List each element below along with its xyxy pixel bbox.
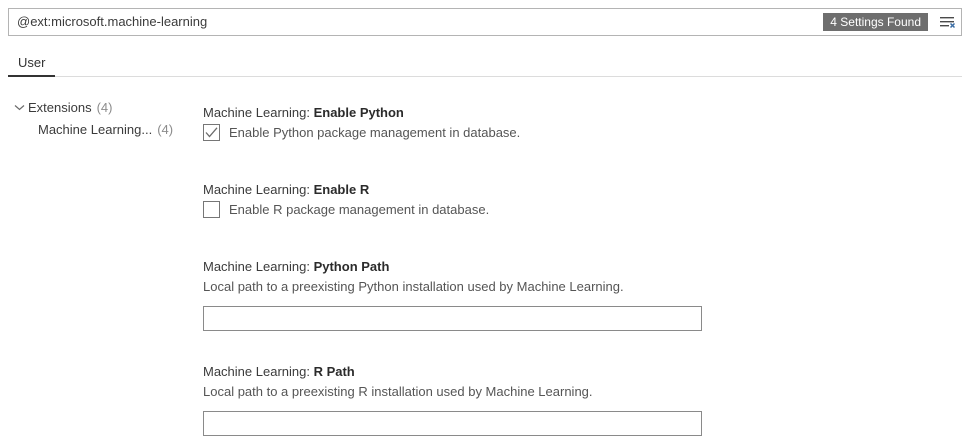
- checkbox-enable-r[interactable]: [203, 201, 220, 218]
- setting-row-enable-python: Machine Learning: Enable Python Enable P…: [203, 104, 723, 141]
- setting-row-enable-r: Machine Learning: Enable R Enable R pack…: [203, 181, 723, 218]
- setting-row-python-path: Machine Learning: Python Path Local path…: [203, 258, 723, 331]
- setting-category: Machine Learning:: [203, 105, 314, 120]
- checkbox-label-enable-r: Enable R package management in database.: [229, 202, 490, 217]
- tab-user-label: User: [18, 54, 46, 70]
- setting-title-r-path: Machine Learning: R Path: [203, 363, 723, 381]
- spacer: [203, 331, 723, 363]
- sidebar-item-machine-learning[interactable]: Machine Learning... (4): [0, 118, 195, 140]
- checkbox-label-enable-python: Enable Python package management in data…: [229, 125, 521, 140]
- setting-name: Enable Python: [313, 105, 404, 120]
- status-badge: 4 Settings Found: [823, 13, 928, 31]
- python-path-input[interactable]: [203, 306, 702, 331]
- sidebar-item-extensions[interactable]: Extensions (4): [0, 96, 195, 118]
- tab-user[interactable]: User: [8, 48, 56, 77]
- spacer: [203, 141, 723, 181]
- setting-title-python-path: Machine Learning: Python Path: [203, 258, 723, 276]
- setting-description-r-path: Local path to a preexisting R installati…: [203, 384, 593, 399]
- search-input[interactable]: [9, 9, 824, 35]
- spacer: [203, 218, 723, 258]
- sidebar-item-extensions-count: (4): [96, 99, 113, 115]
- settings-tab-strip: User: [8, 48, 962, 77]
- settings-search-bar[interactable]: 4 Settings Found: [8, 8, 962, 36]
- sidebar-item-extensions-label: Extensions: [28, 99, 92, 115]
- setting-title-enable-r: Machine Learning: Enable R: [203, 181, 723, 199]
- sidebar-item-machine-learning-count: (4): [157, 121, 174, 137]
- settings-list: Machine Learning: Enable Python Enable P…: [203, 104, 723, 436]
- checkbox-enable-python[interactable]: [203, 124, 220, 141]
- setting-name: Enable R: [313, 182, 370, 197]
- sidebar-item-machine-learning-label: Machine Learning...: [38, 121, 153, 137]
- setting-category: Machine Learning:: [203, 364, 314, 379]
- setting-title-enable-python: Machine Learning: Enable Python: [203, 104, 723, 122]
- chevron-down-icon: [12, 100, 26, 114]
- r-path-input[interactable]: [203, 411, 702, 436]
- setting-description-python-path: Local path to a preexisting Python insta…: [203, 279, 624, 294]
- clear-settings-search-icon[interactable]: [934, 9, 960, 35]
- setting-name: R Path: [313, 364, 355, 379]
- settings-toc: Extensions (4) Machine Learning... (4): [0, 96, 195, 140]
- setting-row-r-path: Machine Learning: R Path Local path to a…: [203, 363, 723, 436]
- setting-category: Machine Learning:: [203, 182, 314, 197]
- setting-category: Machine Learning:: [203, 259, 314, 274]
- setting-name: Python Path: [313, 259, 390, 274]
